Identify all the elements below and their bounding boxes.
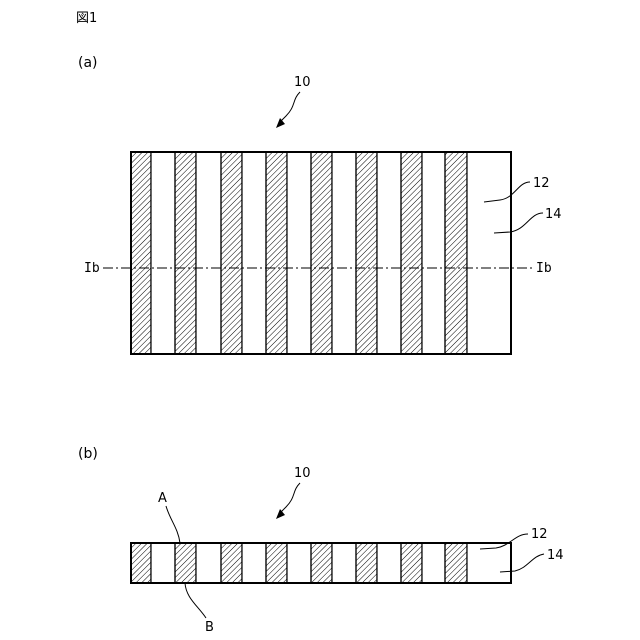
panel-b-ref-main-leader	[280, 483, 300, 513]
panel-b-light-strip	[422, 543, 445, 583]
panel-a-light-strip	[377, 152, 401, 354]
panel-b-ref-main: 10	[294, 466, 311, 481]
panel-b-ref-main-arrowhead	[276, 509, 285, 519]
panel-b-point-b: B	[205, 620, 214, 635]
panel-b-hatched-strip	[175, 543, 196, 583]
panel-b-point-a-leader	[166, 506, 180, 543]
panel-a-ref-12: 12	[533, 176, 550, 191]
panel-b-light-strip	[151, 543, 175, 583]
panel-a-light-strip	[287, 152, 311, 354]
panel-a-section-left: Ib	[84, 261, 100, 276]
panel-b-strips	[131, 543, 511, 583]
panel-b-hatched-strip	[356, 543, 377, 583]
panel-b-label: (b)	[78, 446, 98, 462]
panel-b-light-strip	[196, 543, 221, 583]
panel-a-light-strip	[332, 152, 356, 354]
panel-a-light-strip	[467, 152, 511, 354]
panel-a-hatched-strip	[401, 152, 422, 354]
panel-a-hatched-strip	[266, 152, 287, 354]
panel-a-light-strip	[242, 152, 266, 354]
panel-b-hatched-strip	[266, 543, 287, 583]
panel-a-light-strip	[422, 152, 445, 354]
panel-b-point-a: A	[158, 491, 167, 506]
panel-b-light-strip	[287, 543, 311, 583]
panel-b-ref-14: 14	[547, 548, 564, 563]
panel-a-ref-14: 14	[545, 207, 562, 222]
panel-b-point-b-leader	[185, 583, 206, 618]
panel-b-hatched-strip	[221, 543, 242, 583]
panel-a-light-strip	[196, 152, 221, 354]
panel-b-ref-12: 12	[531, 527, 548, 542]
panel-b-hatched-strip	[401, 543, 422, 583]
panel-a-hatched-strip	[311, 152, 332, 354]
panel-b-hatched-strip	[445, 543, 467, 583]
panel-a-hatched-strip	[175, 152, 196, 354]
figure-label: 図1	[76, 11, 97, 26]
panel-b-light-strip	[242, 543, 266, 583]
panel-a-hatched-strip	[356, 152, 377, 354]
panel-a-hatched-strip	[445, 152, 467, 354]
panel-a-hatched-strip	[221, 152, 242, 354]
panel-b-light-strip	[332, 543, 356, 583]
panel-b-light-strip	[377, 543, 401, 583]
panel-b: (b) 10 A B 12 14	[78, 446, 564, 635]
panel-a-light-strip	[151, 152, 175, 354]
panel-a-strips	[131, 152, 511, 354]
panel-a: (a) 10 Ib Ib 12 14	[78, 55, 562, 354]
panel-a-label: (a)	[78, 55, 98, 71]
panel-b-hatched-strip	[131, 543, 151, 583]
panel-a-ref-main: 10	[294, 75, 311, 90]
panel-a-ref-main-leader	[280, 92, 300, 122]
panel-b-hatched-strip	[311, 543, 332, 583]
panel-a-hatched-strip	[131, 152, 151, 354]
panel-b-light-strip	[467, 543, 511, 583]
panel-a-ref-main-arrowhead	[276, 118, 285, 128]
panel-a-section-right: Ib	[536, 261, 552, 276]
